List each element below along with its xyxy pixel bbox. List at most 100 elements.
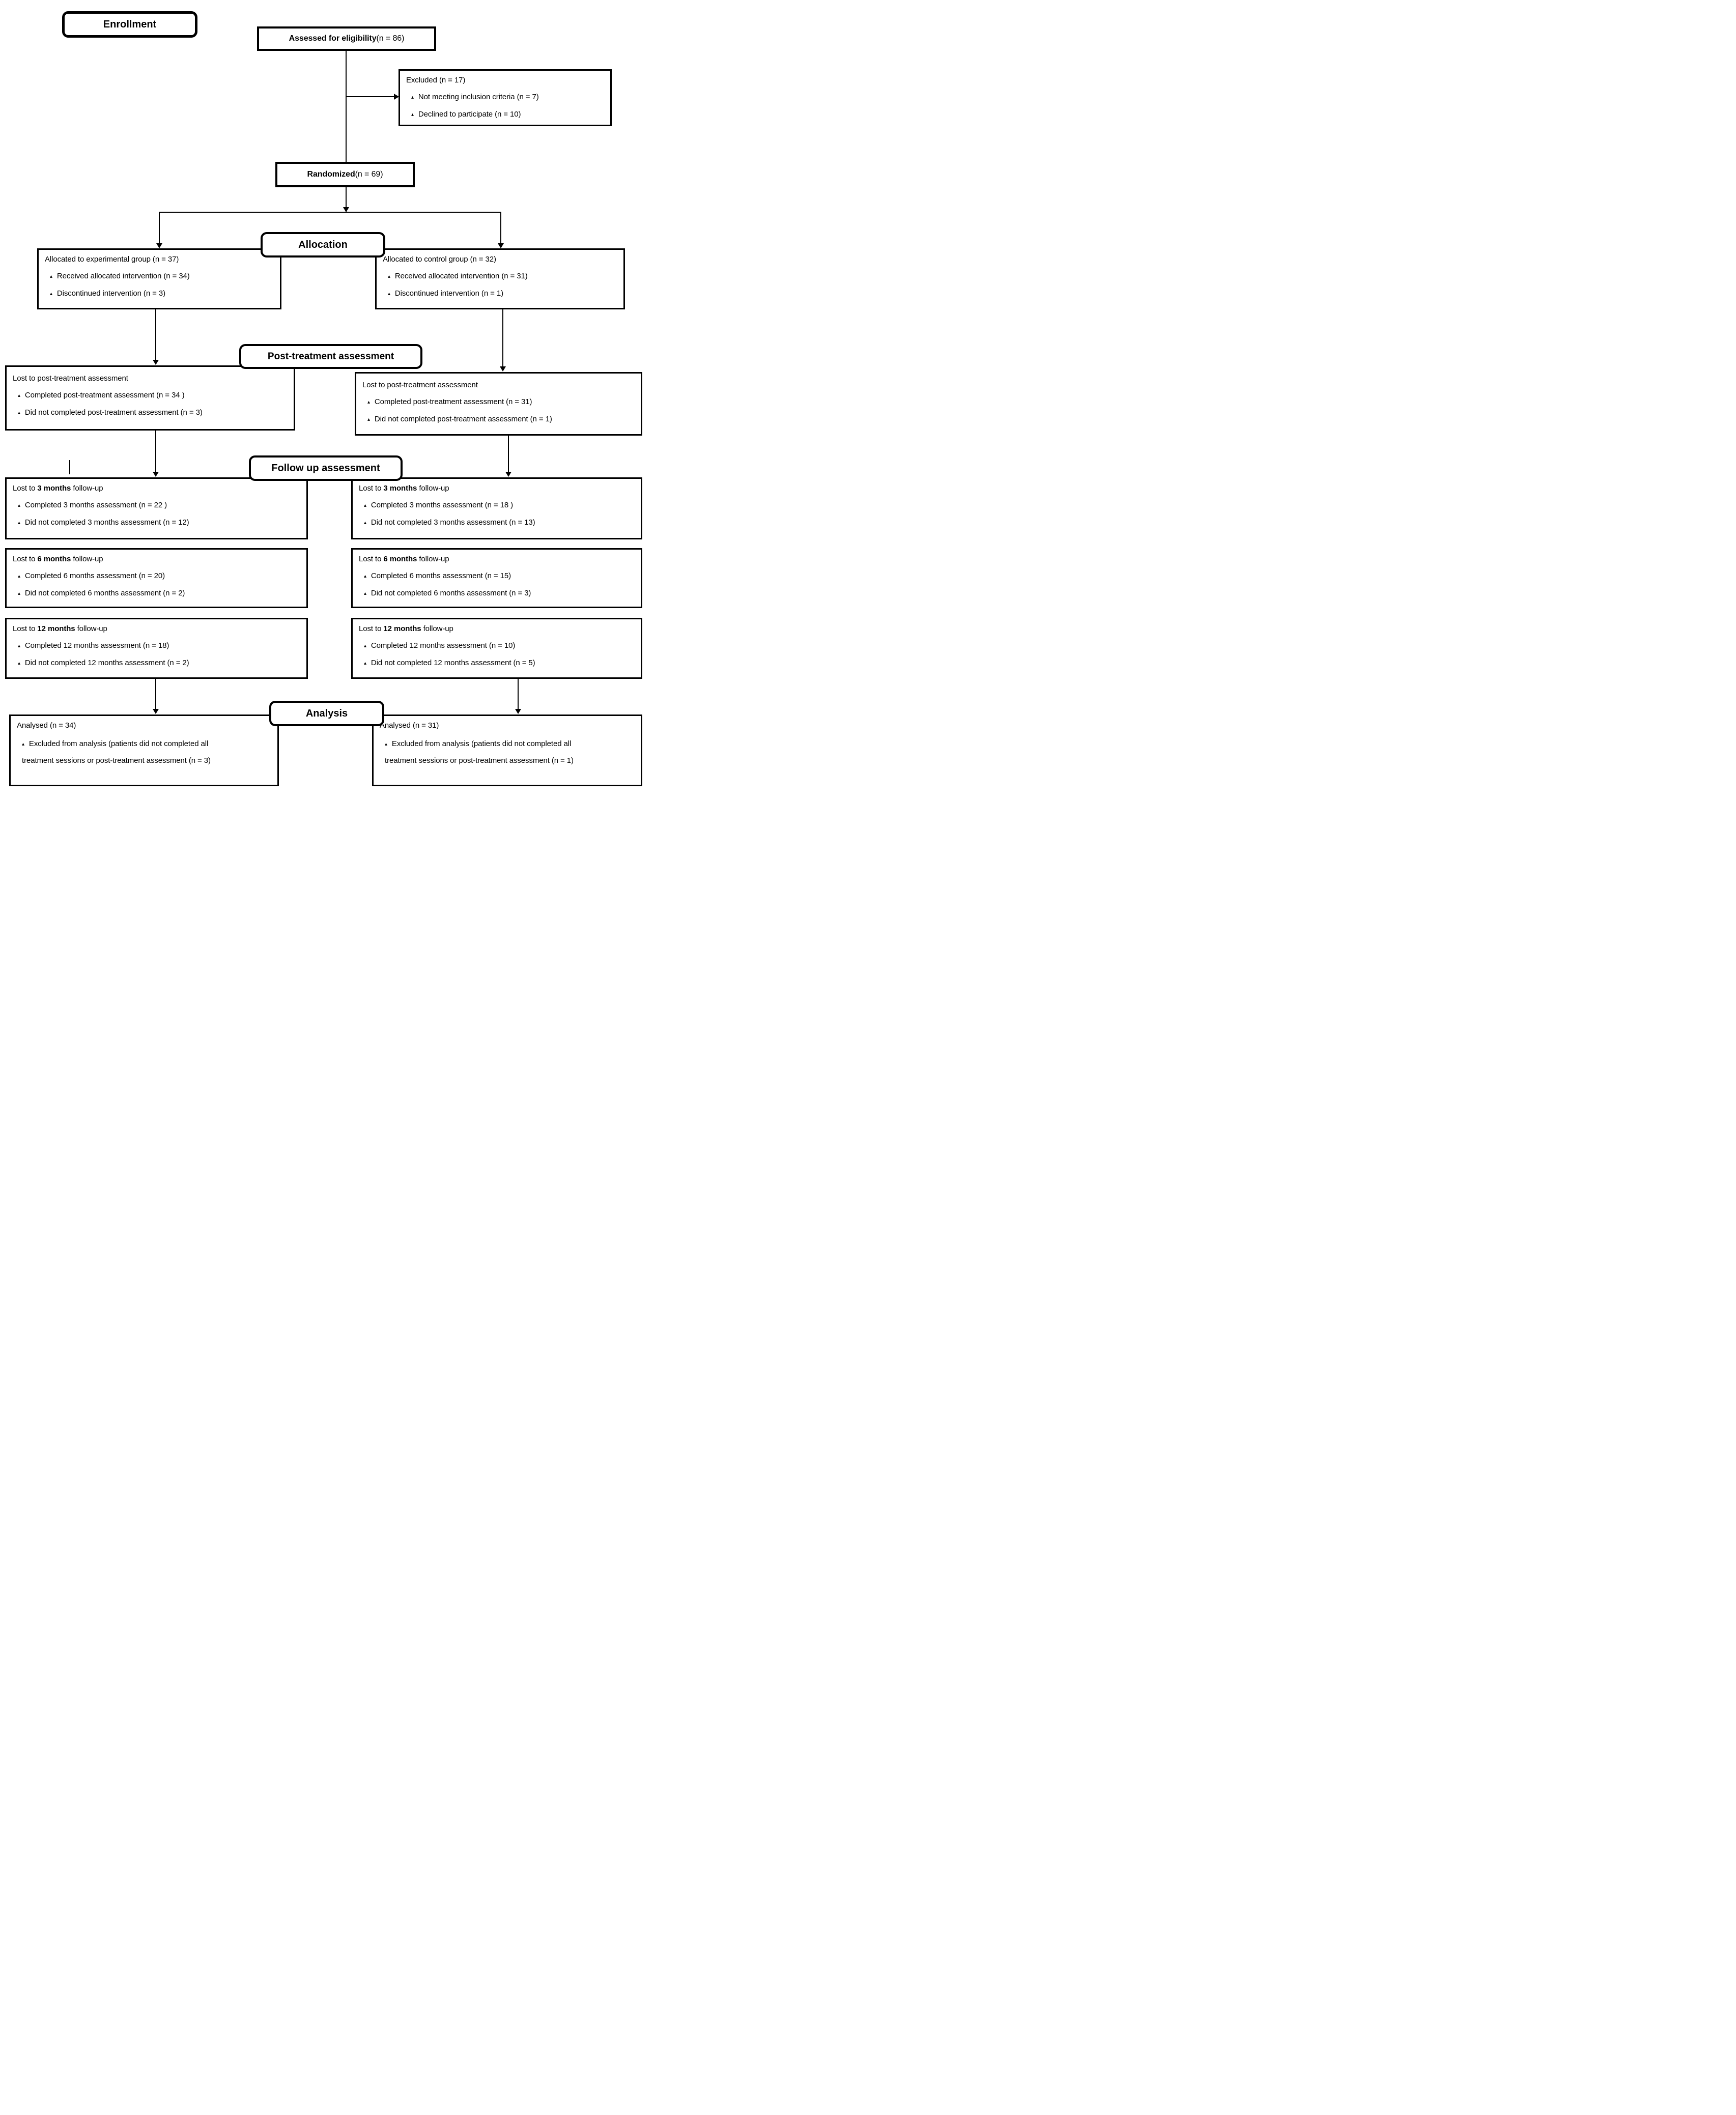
connector-assessed-to-randomized xyxy=(346,51,347,162)
bullet-icon: ▴ xyxy=(364,660,366,666)
bullet-text: Did not completed 3 months assessment (n… xyxy=(371,518,535,527)
assessed-n: (n = 86) xyxy=(376,34,405,43)
list-item: ▴Not meeting inclusion criteria (n = 7) xyxy=(406,93,604,101)
arrowhead-analysis-control-icon xyxy=(515,709,521,714)
bullet-text: Completed 6 months assessment (n = 20) xyxy=(24,571,165,581)
list-item: ▴ Completed 3 months assessment (n = 22 ) xyxy=(13,501,300,509)
randomized-n: (n = 69) xyxy=(355,169,383,179)
bullet-icon: ▴ xyxy=(367,399,370,406)
connector-excluded-branch xyxy=(346,96,394,97)
arrowhead-followup-control-icon xyxy=(505,472,511,477)
bullet-text: Discontinued intervention (n = 3) xyxy=(56,289,165,298)
bullet-text: Did not completed post-treatment assessm… xyxy=(374,414,552,423)
bullet-text: Did not completed 12 months assessment (… xyxy=(24,658,189,667)
box-title: Lost to 12 months follow-up xyxy=(13,624,107,633)
box-title: Allocated to experimental group (n = 37) xyxy=(45,255,179,264)
bullet-icon: ▴ xyxy=(364,503,366,509)
bullet-icon: ▴ xyxy=(18,643,20,649)
experimental-6-months-box: Lost to 6 months follow-up ▴ Completed 6 … xyxy=(5,548,308,608)
connector-control-followup-to-analysis xyxy=(518,679,519,709)
arrowhead-alloc-experimental-icon xyxy=(156,243,162,248)
list-item: ▴ Completed 12 months assessment (n = 18) xyxy=(13,641,300,650)
control-allocation-box: Allocated to control group (n = 32) ▴Rec… xyxy=(375,248,625,309)
arrowhead-analysis-experimental-icon xyxy=(153,709,159,714)
bullet-text: Completed 3 months assessment (n = 22 ) xyxy=(24,501,167,510)
bullet-text: Completed 12 months assessment (n = 10) xyxy=(371,641,516,650)
box-title: Analysed (n = 34) xyxy=(17,721,76,730)
bullet-text: Received allocated intervention (n = 34) xyxy=(56,272,190,281)
stage-label-allocation: Allocation xyxy=(261,232,385,258)
connector-experimental-followup-to-analysis xyxy=(155,679,156,709)
stray-tick-mark xyxy=(69,460,70,474)
arrowhead-post-control-icon xyxy=(500,366,506,371)
connector-randomized-to-split xyxy=(346,187,347,213)
bullet-icon: ▴ xyxy=(367,416,370,422)
connector-experimental-alloc-to-post xyxy=(155,309,156,360)
bullet-icon: ▴ xyxy=(364,643,366,649)
box-title: Analysed (n = 31) xyxy=(380,721,439,730)
bullet-text: Did not completed 12 months assessment (… xyxy=(371,658,535,667)
box-title: Lost to 3 months follow-up xyxy=(13,484,103,493)
bullet-icon: ▴ xyxy=(18,393,20,399)
bullet-text: Excluded from analysis (patients did not… xyxy=(22,739,211,765)
box-title: Excluded (n = 17) xyxy=(406,76,466,84)
bullet-icon: ▴ xyxy=(18,590,20,596)
assessed-for-eligibility-box: Assessed for eligibility (n = 86) xyxy=(257,26,436,51)
bullet-icon: ▴ xyxy=(388,274,390,280)
bullet-icon: ▴ xyxy=(411,111,414,118)
experimental-3-months-box: Lost to 3 months follow-up ▴ Completed 3 … xyxy=(5,477,308,539)
list-item: ▴Did not completed 3 months assessment (… xyxy=(13,518,300,527)
bullet-text: Discontinued intervention (n = 1) xyxy=(394,289,503,298)
bullet-icon: ▴ xyxy=(364,520,366,526)
list-item: ▴ Completed 3 months assessment (n = 18 ) xyxy=(359,501,635,509)
bullet-icon: ▴ xyxy=(50,291,52,297)
box-title: Lost to post-treatment assessment xyxy=(362,381,478,389)
list-item: ▴Did not completed 12 months assessment … xyxy=(13,659,300,667)
connector-experimental-post-to-followup xyxy=(155,431,156,472)
bullet-text: Completed post-treatment assessment (n =… xyxy=(24,391,185,400)
box-title: Lost to 3 months follow-up xyxy=(359,484,449,493)
connector-split-horizontal xyxy=(159,212,501,213)
list-item: ▴ Declined to participate (n = 10) xyxy=(406,110,604,119)
connector-split-left xyxy=(159,212,160,244)
list-item: ▴Received allocated intervention (n = 31… xyxy=(383,272,617,280)
assessed-label: Assessed for eligibility xyxy=(289,34,377,43)
list-item: ▴Discontinued intervention (n = 1) xyxy=(383,289,617,298)
bullet-text: Completed post-treatment assessment (n =… xyxy=(374,397,532,407)
stage-label-follow-up-assessment: Follow up assessment xyxy=(249,455,403,481)
control-6-months-box: Lost to 6 months follow-up ▴Completed 6 … xyxy=(351,548,642,608)
box-title: Lost to 6 months follow-up xyxy=(13,555,103,563)
randomized-label: Randomized xyxy=(307,169,355,179)
bullet-text: Did not completed 3 months assessment (n… xyxy=(24,518,189,527)
arrowhead-post-experimental-icon xyxy=(153,360,159,365)
box-title: Lost to 6 months follow-up xyxy=(359,555,449,563)
box-title: Lost to post-treatment assessment xyxy=(13,374,128,383)
list-item: ▴ Discontinued intervention (n = 3) xyxy=(45,289,274,298)
list-item: ▴ Completed 12 months assessment (n = 10) xyxy=(359,641,635,650)
bullet-text: Declined to participate (n = 10) xyxy=(418,109,521,119)
bullet-text: Completed 6 months assessment (n = 15) xyxy=(371,571,511,581)
arrowhead-alloc-control-icon xyxy=(498,243,504,248)
connector-control-post-to-followup xyxy=(508,436,509,472)
stage-label-analysis: Analysis xyxy=(269,701,384,726)
list-item: ▴ Did not completed 6 months assessment (… xyxy=(13,589,300,597)
bullet-text: Completed 12 months assessment (n = 18) xyxy=(24,641,169,650)
list-item: ▴Completed 6 months assessment (n = 15) xyxy=(359,571,635,580)
list-item: ▴Excluded from analysis (patients did no… xyxy=(380,736,581,769)
bullet-text: Excluded from analysis (patients did not… xyxy=(385,739,574,765)
bullet-text: Completed 3 months assessment (n = 18 ) xyxy=(371,501,514,510)
bullet-icon: ▴ xyxy=(50,274,52,280)
bullet-icon: ▴ xyxy=(18,503,20,509)
list-item: ▴ Received allocated intervention (n = 34… xyxy=(45,272,274,280)
list-item: ▴Excluded from analysis (patients did no… xyxy=(17,736,218,769)
randomized-box: Randomized (n = 69) xyxy=(275,162,415,187)
connector-split-right xyxy=(500,212,501,244)
control-analysis-box: Analysed (n = 31) ▴Excluded from analysi… xyxy=(372,714,642,786)
arrowhead-split-icon xyxy=(343,207,349,212)
bullet-text: Did not completed 6 months assessment (n… xyxy=(24,588,185,597)
list-item: ▴ Did not completed 12 months assessment … xyxy=(359,659,635,667)
control-3-months-box: Lost to 3 months follow-up ▴ Completed 3 … xyxy=(351,477,642,539)
stage-label-post-treatment-assessment: Post-treatment assessment xyxy=(239,344,422,369)
experimental-12-months-box: Lost to 12 months follow-up ▴ Completed 1… xyxy=(5,618,308,679)
bullet-icon: ▴ xyxy=(18,410,20,416)
